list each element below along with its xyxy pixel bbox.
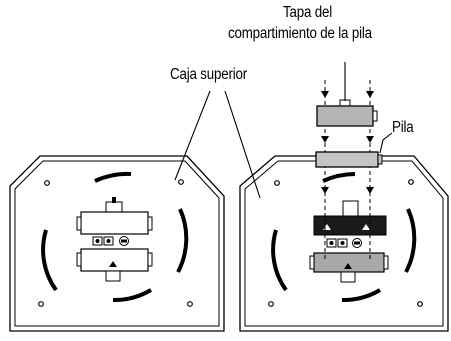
battery-cover-label-line2: compartimiento de la pila <box>228 25 372 42</box>
upper-case-left <box>9 155 225 332</box>
arrow-down-icon <box>321 91 374 194</box>
battery-label: Pila <box>392 119 414 136</box>
battery-cover <box>316 99 378 127</box>
upper-case-label: Caja superior <box>170 66 248 83</box>
battery <box>315 151 383 168</box>
leader-lines <box>174 62 393 199</box>
upper-case-right <box>239 155 449 332</box>
battery-cover-label-line1: Tapa del <box>283 4 333 21</box>
